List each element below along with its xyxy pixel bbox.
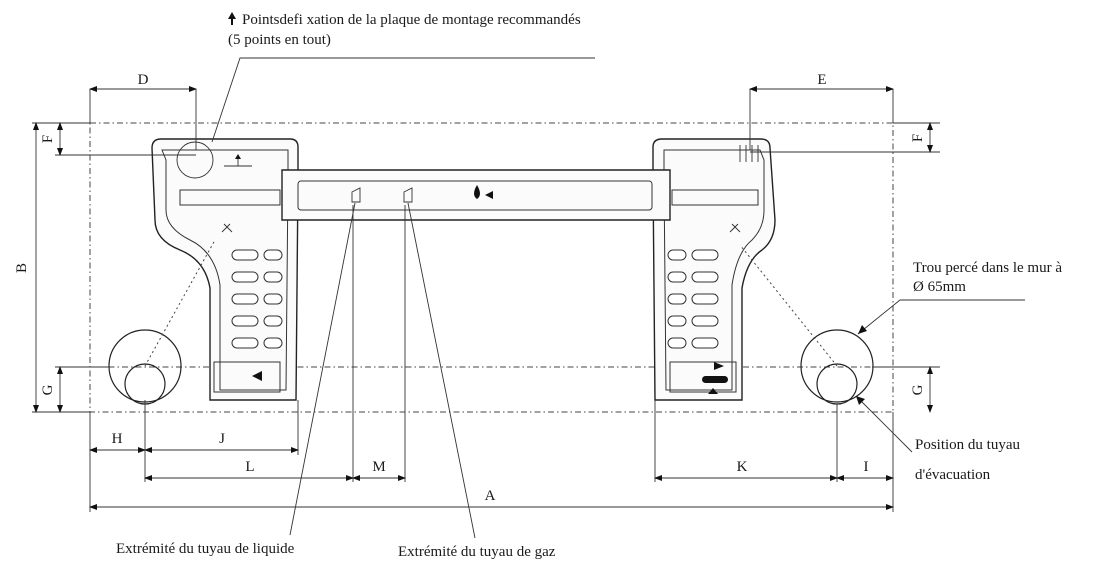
crossbar bbox=[281, 169, 671, 221]
drain-position-label: Position du tuyau bbox=[915, 437, 1021, 453]
water-drop-icon bbox=[474, 185, 480, 199]
dim-J-label: J bbox=[219, 431, 225, 447]
dim-D-label: D bbox=[138, 72, 149, 88]
dim-G-left-label: G bbox=[40, 384, 56, 395]
dim-A-label: A bbox=[485, 488, 496, 504]
dim-H-label: H bbox=[112, 431, 123, 447]
arrow-up-icon bbox=[228, 12, 236, 25]
left-bracket bbox=[151, 138, 299, 401]
dim-F-right-label: F bbox=[910, 134, 926, 142]
dim-B-label: B bbox=[14, 263, 30, 273]
dim-M-label: M bbox=[372, 459, 385, 475]
mounting-points-label: Pointsdefi xation de la plaque de montag… bbox=[242, 12, 581, 28]
dim-G-right-label: G bbox=[910, 384, 926, 395]
wall-hole-diameter-label: Ø 65mm bbox=[913, 279, 966, 295]
mounting-points-count-label: (5 points en tout) bbox=[228, 32, 331, 48]
dim-E-label: E bbox=[817, 72, 826, 88]
dim-K-label: K bbox=[737, 459, 748, 475]
drain-position-label-2: d'évacuation bbox=[915, 467, 991, 483]
wall-hole-label: Trou percé dans le mur à bbox=[913, 260, 1062, 276]
gas-pipe-label: Extrémité du tuyau de gaz bbox=[398, 544, 556, 560]
dim-F-left-label: F bbox=[40, 135, 56, 143]
dim-I-label: I bbox=[864, 459, 869, 475]
indoor-unit-outline bbox=[89, 122, 894, 413]
mounting-point-circle bbox=[176, 141, 214, 179]
dim-L-label: L bbox=[245, 459, 254, 475]
liquid-pipe-label: Extrémité du tuyau de liquide bbox=[116, 541, 295, 557]
right-bracket bbox=[652, 138, 776, 401]
